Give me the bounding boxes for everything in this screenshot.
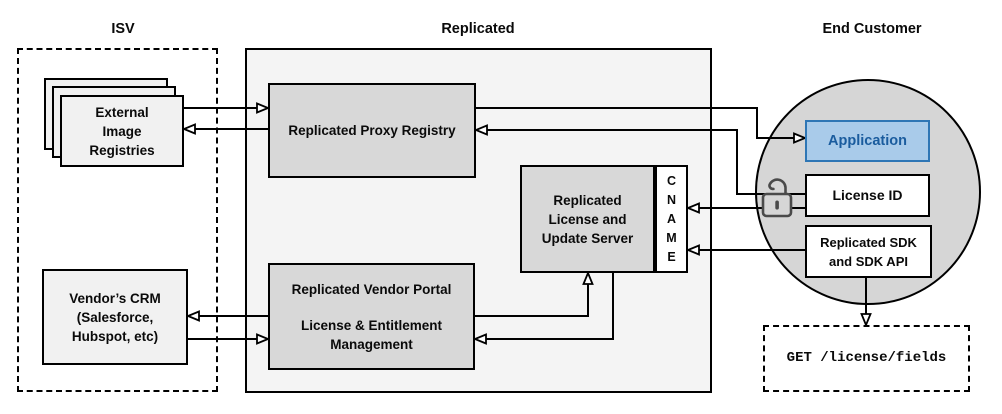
section-title-end-customer: End Customer <box>822 21 922 37</box>
box-label-line: Replicated SDK <box>820 234 917 250</box>
box-label-line: License ID <box>832 187 903 203</box>
box-label-line: GET /license/fields <box>786 350 947 366</box>
replicated-sdk-box: Replicated SDK and SDK API <box>805 225 932 278</box>
cname-letter: C <box>666 173 677 188</box>
box-label-line: Update Server <box>541 230 634 246</box>
box-label-line: License and <box>548 211 627 227</box>
license-update-server-box: Replicated License and Update Server <box>520 165 655 273</box>
cname-letter: A <box>666 211 677 226</box>
box-label-line: License & Entitlement <box>300 317 443 333</box>
box-label-line: Replicated <box>553 192 622 208</box>
isv-region-dashed-box <box>17 48 218 392</box>
get-license-fields-box: GET /license/fields <box>763 325 970 392</box>
box-label-line: Vendor’s CRM <box>69 290 161 306</box>
cname-letter: E <box>667 249 676 264</box>
license-id-box: License ID <box>805 174 930 217</box>
box-label-line: Replicated Vendor Portal <box>291 281 452 297</box>
box-label-line: and SDK API <box>829 253 908 269</box>
cname-box: C N A M E <box>655 165 688 273</box>
cname-letter: N <box>666 192 677 207</box>
vendor-portal-box: Replicated Vendor Portal License & Entit… <box>268 263 475 370</box>
proxy-registry-box: Replicated Proxy Registry <box>268 83 476 178</box>
cname-letter: M <box>666 230 677 245</box>
box-label-line: Registries <box>89 142 155 158</box>
application-box: Application <box>805 120 930 162</box>
box-label-line: Hubspot, etc) <box>71 328 159 344</box>
box-label-line: Replicated Proxy Registry <box>288 123 456 138</box>
box-label-line: External <box>95 104 149 120</box>
vendor-crm-box: Vendor’s CRM (Salesforce, Hubspot, etc) <box>42 269 188 365</box>
box-label-line: Image <box>102 123 142 139</box>
section-title-replicated: Replicated <box>441 21 515 37</box>
external-image-registries-box: External Image Registries <box>60 95 184 167</box>
box-label-line: Application <box>828 132 907 149</box>
section-title-isv: ISV <box>111 21 135 37</box>
box-label-line: Management <box>330 336 413 352</box>
box-label-line: (Salesforce, <box>76 309 154 325</box>
